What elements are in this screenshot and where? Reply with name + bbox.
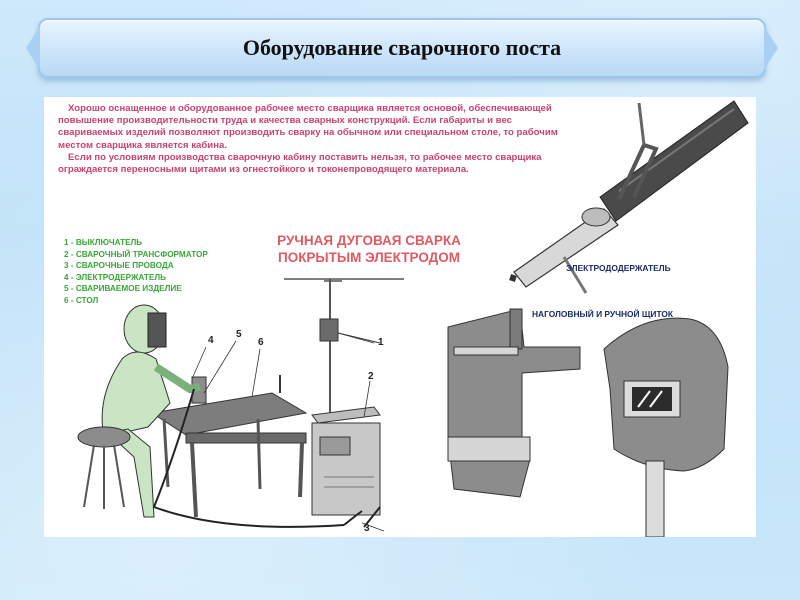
- transformer-illustration: [312, 407, 380, 527]
- callout-4: 4: [208, 335, 214, 346]
- pole-switch-illustration: [284, 279, 404, 417]
- welding-shields-illustration: [448, 309, 728, 537]
- callout-6: 6: [258, 337, 264, 348]
- callout-2: 2: [368, 371, 374, 382]
- title-banner: Оборудование сварочного поста: [38, 18, 766, 78]
- slide-title: Оборудование сварочного поста: [40, 20, 764, 76]
- callout-3: 3: [364, 523, 370, 534]
- shield-label: НАГОЛОВНЫЙ И РУЧНОЙ ЩИТОК: [532, 309, 673, 319]
- callout-1: 1: [378, 337, 384, 348]
- poster-panel: Хорошо оснащенное и оборудованное рабоче…: [44, 97, 756, 537]
- holder-label: ЭЛЕКТРОДОДЕРЖАТЕЛЬ: [566, 263, 671, 273]
- callout-5: 5: [236, 329, 242, 340]
- welding-table-illustration: [152, 375, 306, 517]
